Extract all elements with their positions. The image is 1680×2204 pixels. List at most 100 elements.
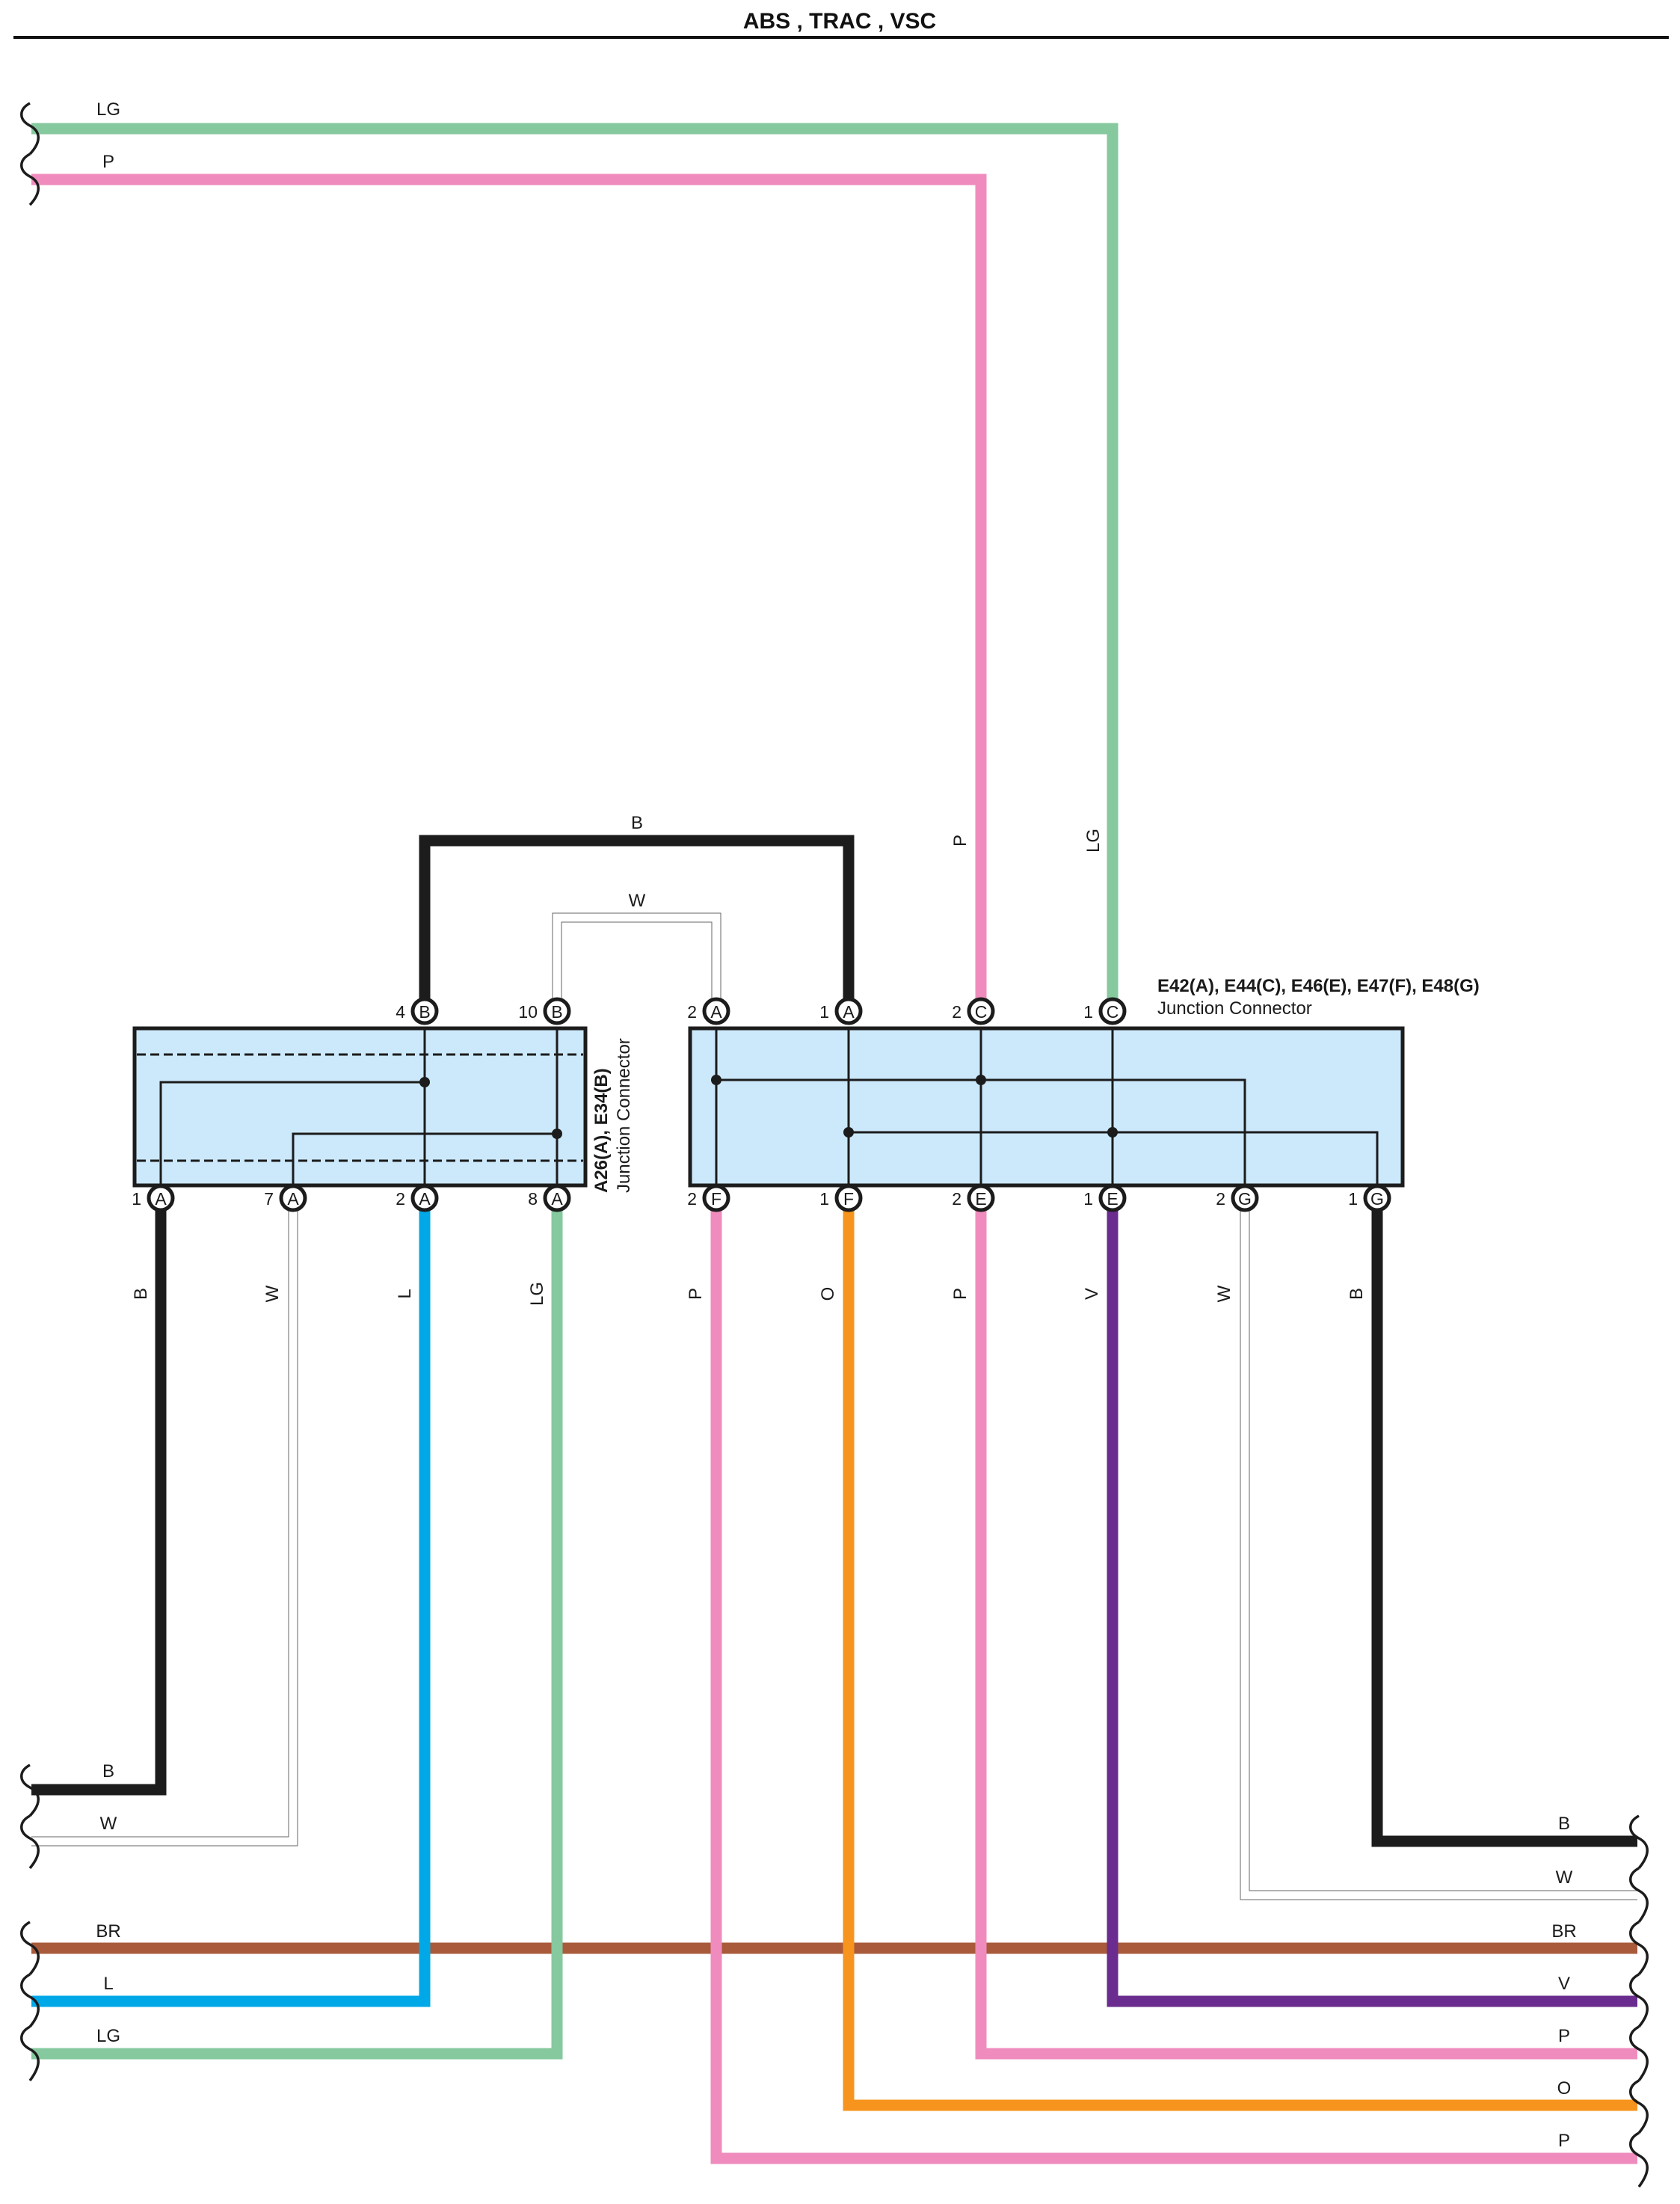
bridge-wire-w bbox=[552, 912, 721, 1011]
wire-label-top-lg: LG bbox=[96, 99, 120, 120]
internal-path-row2 bbox=[849, 1131, 1379, 1185]
connector-left-desc: Junction Connector bbox=[614, 1038, 634, 1193]
pin-left-bottom-2: A 2 bbox=[396, 1184, 439, 1212]
wire-label-vr-v: V bbox=[1082, 1288, 1102, 1300]
wire-right-w bbox=[1240, 1195, 1637, 1900]
pin-number: 10 bbox=[518, 1002, 538, 1022]
pin-number: 2 bbox=[1216, 1189, 1225, 1209]
pin-letter: A bbox=[843, 1002, 855, 1022]
wire-label-vr-p2: P bbox=[950, 1288, 970, 1300]
pin-number: 8 bbox=[528, 1189, 538, 1209]
break-mark-icon bbox=[20, 102, 40, 156]
wire-right-b bbox=[1371, 1195, 1637, 1847]
wire-label-br-p2: P bbox=[1558, 2131, 1570, 2151]
wire-label-br-v: V bbox=[1558, 1974, 1570, 1994]
pin-terminal-icon bbox=[967, 997, 995, 1025]
wire-label-bridge-w: W bbox=[629, 891, 646, 911]
pin-letter: F bbox=[711, 1189, 721, 1209]
connector-left-internal bbox=[159, 1028, 559, 1185]
wire-label-vr-b: B bbox=[1347, 1288, 1367, 1300]
splice-dot bbox=[552, 1129, 562, 1139]
pin-terminal-icon bbox=[410, 1184, 439, 1212]
splice-dot bbox=[976, 1075, 986, 1085]
break-mark-icon bbox=[20, 1921, 40, 1976]
pin-letter: B bbox=[551, 1002, 562, 1022]
pin-left-bottom-0: A 1 bbox=[132, 1184, 175, 1212]
wire-label-top-p: P bbox=[102, 152, 114, 172]
pin-number: 1 bbox=[1083, 1189, 1093, 1209]
pin-letter: E bbox=[1107, 1189, 1118, 1209]
wire-label-vr-w: W bbox=[1214, 1285, 1234, 1302]
wire-label-vert-p-upper: P bbox=[950, 835, 970, 847]
break-mark-icon bbox=[20, 1973, 40, 2028]
pin-terminal-icon bbox=[1098, 1184, 1127, 1212]
pin-terminal-icon bbox=[1363, 1184, 1391, 1212]
pin-letter: A bbox=[710, 1002, 722, 1022]
break-mark-icon bbox=[1629, 1814, 1649, 1870]
pin-terminal-icon bbox=[1098, 997, 1127, 1025]
splice-dot bbox=[1107, 1127, 1118, 1138]
wire-label-vl-lg: LG bbox=[527, 1282, 547, 1306]
pin-terminal-icon bbox=[967, 1184, 995, 1212]
wire-left-l bbox=[31, 1195, 431, 2007]
wire-label-vl-l: L bbox=[395, 1289, 415, 1298]
wire-label-vr-o: O bbox=[818, 1287, 838, 1301]
pin-terminal-icon bbox=[702, 1184, 730, 1212]
break-mark-icon bbox=[20, 1763, 40, 1817]
pin-right-top-2: C 2 bbox=[952, 997, 995, 1025]
pin-terminal-icon bbox=[834, 1184, 863, 1212]
wire-top-p-path bbox=[31, 174, 987, 1011]
splice-dot bbox=[419, 1077, 430, 1087]
break-marks-right bbox=[1629, 1814, 1649, 2188]
splice-dot bbox=[843, 1127, 854, 1138]
pin-number: 2 bbox=[396, 1189, 405, 1209]
pin-number: 1 bbox=[1083, 1002, 1093, 1022]
connector-left-name: A26(A), E34(B) bbox=[591, 1068, 612, 1193]
pin-number: 1 bbox=[1348, 1189, 1358, 1209]
wire-label-bl-lg: LG bbox=[96, 2026, 120, 2046]
pin-number: 1 bbox=[819, 1002, 829, 1022]
wire-right-w-inner bbox=[1240, 1195, 1637, 1900]
connector-right-name: E42(A), E44(C), E46(E), E47(F), E48(G) bbox=[1157, 976, 1480, 996]
break-mark-icon bbox=[1629, 2131, 1649, 2188]
pin-letter: G bbox=[1238, 1189, 1252, 1209]
wire-label-vl-w: W bbox=[262, 1285, 283, 1302]
break-mark-icon bbox=[1629, 2079, 1649, 2134]
pin-letter: G bbox=[1370, 1189, 1384, 1209]
internal-path-3 bbox=[292, 1132, 557, 1185]
wire-right-o bbox=[843, 1195, 1637, 2111]
pin-number: 2 bbox=[687, 1002, 697, 1022]
pin-terminal-icon bbox=[834, 997, 863, 1025]
wire-label-br-br: BR bbox=[1551, 1921, 1576, 1941]
connector-right: E42(A), E44(C), E46(E), E47(F), E48(G) J… bbox=[688, 976, 1480, 1188]
pin-number: 7 bbox=[264, 1189, 274, 1209]
pin-number: 2 bbox=[952, 1189, 961, 1209]
pin-letter: B bbox=[419, 1002, 430, 1022]
break-mark-icon bbox=[1629, 2025, 1649, 2082]
wire-top-lg bbox=[31, 123, 1119, 1011]
pin-right-top-1: A 1 bbox=[819, 997, 863, 1025]
pin-right-top-0: A 2 bbox=[687, 997, 730, 1025]
pin-number: 2 bbox=[687, 1189, 697, 1209]
pin-number: 1 bbox=[819, 1189, 829, 1209]
bridge-wire-w-outer bbox=[552, 912, 721, 1011]
pin-right-bottom-5: G 1 bbox=[1348, 1184, 1391, 1212]
break-mark-icon bbox=[1629, 1867, 1649, 1924]
pin-terminal-icon bbox=[543, 1184, 571, 1212]
wire-label-vr-p1: P bbox=[686, 1288, 706, 1300]
wire-right-w-outer bbox=[1240, 1195, 1637, 1900]
wire-right-p-f2 bbox=[710, 1195, 1637, 2164]
wire-left-w bbox=[31, 1195, 298, 1847]
connector-right-body bbox=[688, 1026, 1405, 1188]
wire-top-lg-path bbox=[31, 123, 1119, 1011]
pin-right-bottom-3: E 1 bbox=[1083, 1184, 1127, 1212]
wire-label-bl-b: B bbox=[102, 1761, 114, 1781]
pin-right-bottom-4: G 2 bbox=[1216, 1184, 1259, 1212]
wire-label-vl-b: B bbox=[131, 1288, 151, 1300]
wire-right-p-e2 bbox=[975, 1195, 1637, 2060]
pin-letter: C bbox=[1107, 1002, 1119, 1022]
internal-path-1 bbox=[159, 1081, 425, 1185]
break-mark-icon bbox=[1629, 1973, 1649, 2028]
pin-letter: A bbox=[419, 1189, 431, 1209]
